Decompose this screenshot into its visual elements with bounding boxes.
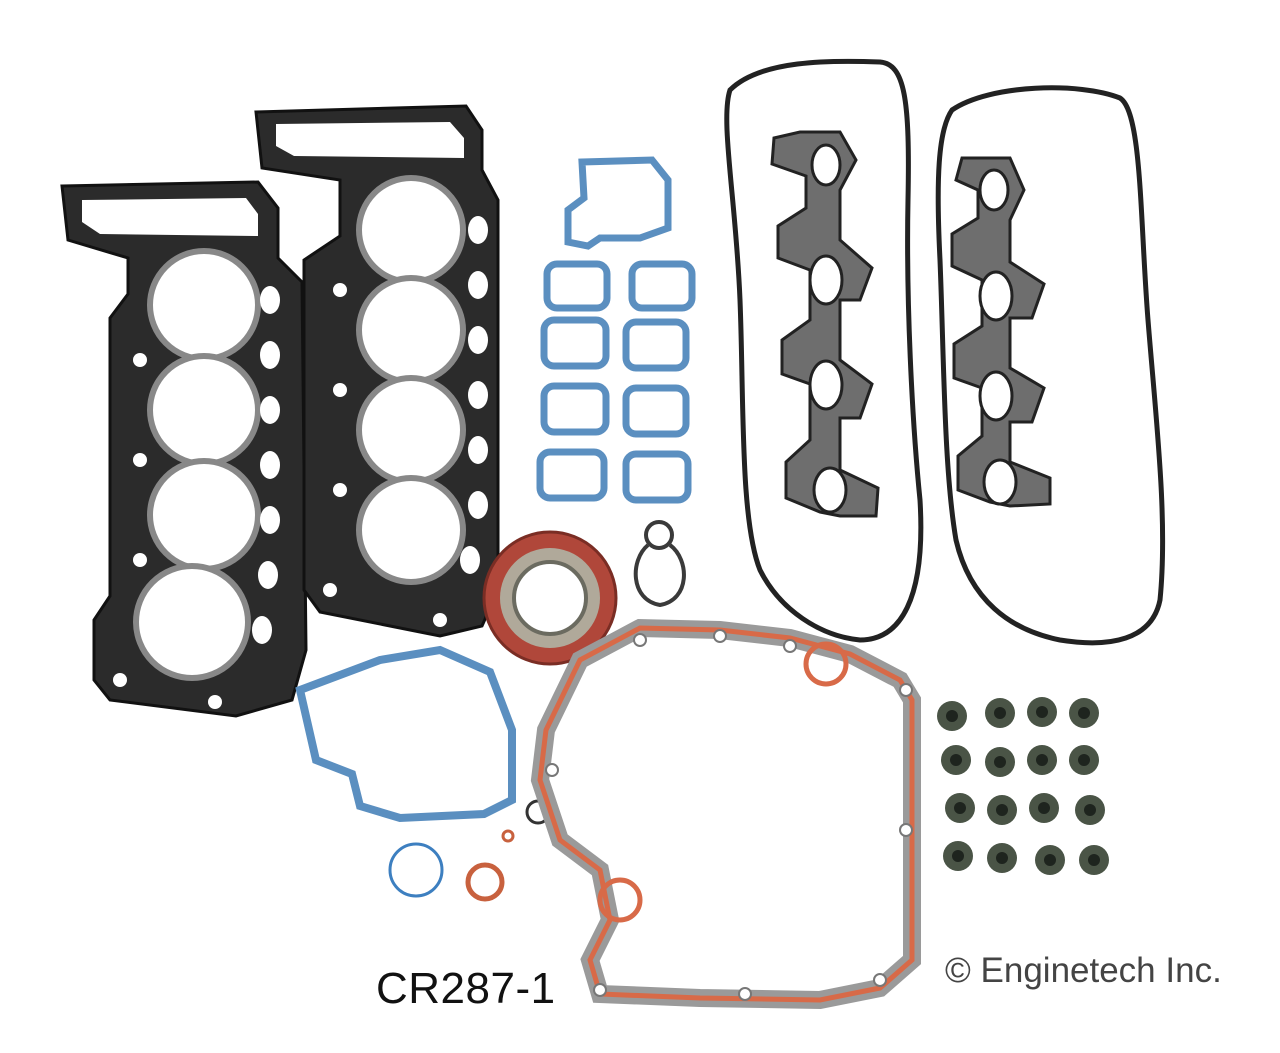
valve-stem-seal: [1029, 793, 1059, 823]
valve-stem-seal: [1035, 845, 1065, 875]
thermostat-housing-gasket: [564, 156, 672, 250]
valve-stem-seals: [937, 697, 1109, 875]
valve-stem-seal: [941, 745, 971, 775]
valve-stem-seal: [985, 698, 1015, 728]
timing-cover-gasket: [530, 618, 921, 1010]
valve-stem-seal: [987, 795, 1017, 825]
valve-stem-seal: [1079, 845, 1109, 875]
part-number-label: CR287-1: [376, 964, 556, 1013]
head-gasket-right: [254, 104, 500, 638]
valve-cover-gasket-right: [935, 85, 1166, 646]
valve-stem-seal: [943, 841, 973, 871]
water-outlet-seal: [633, 520, 686, 608]
valve-stem-seal: [1027, 697, 1057, 727]
valve-stem-seal: [1069, 745, 1099, 775]
copyright-label: © Enginetech Inc.: [945, 951, 1222, 990]
intake-port-gaskets: [536, 260, 696, 504]
exhaust-manifold-gasket-right: [950, 156, 1052, 508]
valve-stem-seal: [987, 843, 1017, 873]
valve-stem-seal: [945, 793, 975, 823]
head-gasket-left: [60, 180, 308, 718]
valve-stem-seal: [1027, 745, 1057, 775]
rear-main-seal: [482, 530, 618, 666]
valve-stem-seal: [937, 701, 967, 731]
valve-stem-seal: [1075, 795, 1105, 825]
valve-cover-gasket-left: [724, 58, 924, 643]
valve-stem-seal: [985, 747, 1015, 777]
cover-gasket-blue: [295, 645, 516, 823]
valve-stem-seal: [1069, 698, 1099, 728]
exhaust-manifold-gasket-left: [770, 130, 880, 518]
